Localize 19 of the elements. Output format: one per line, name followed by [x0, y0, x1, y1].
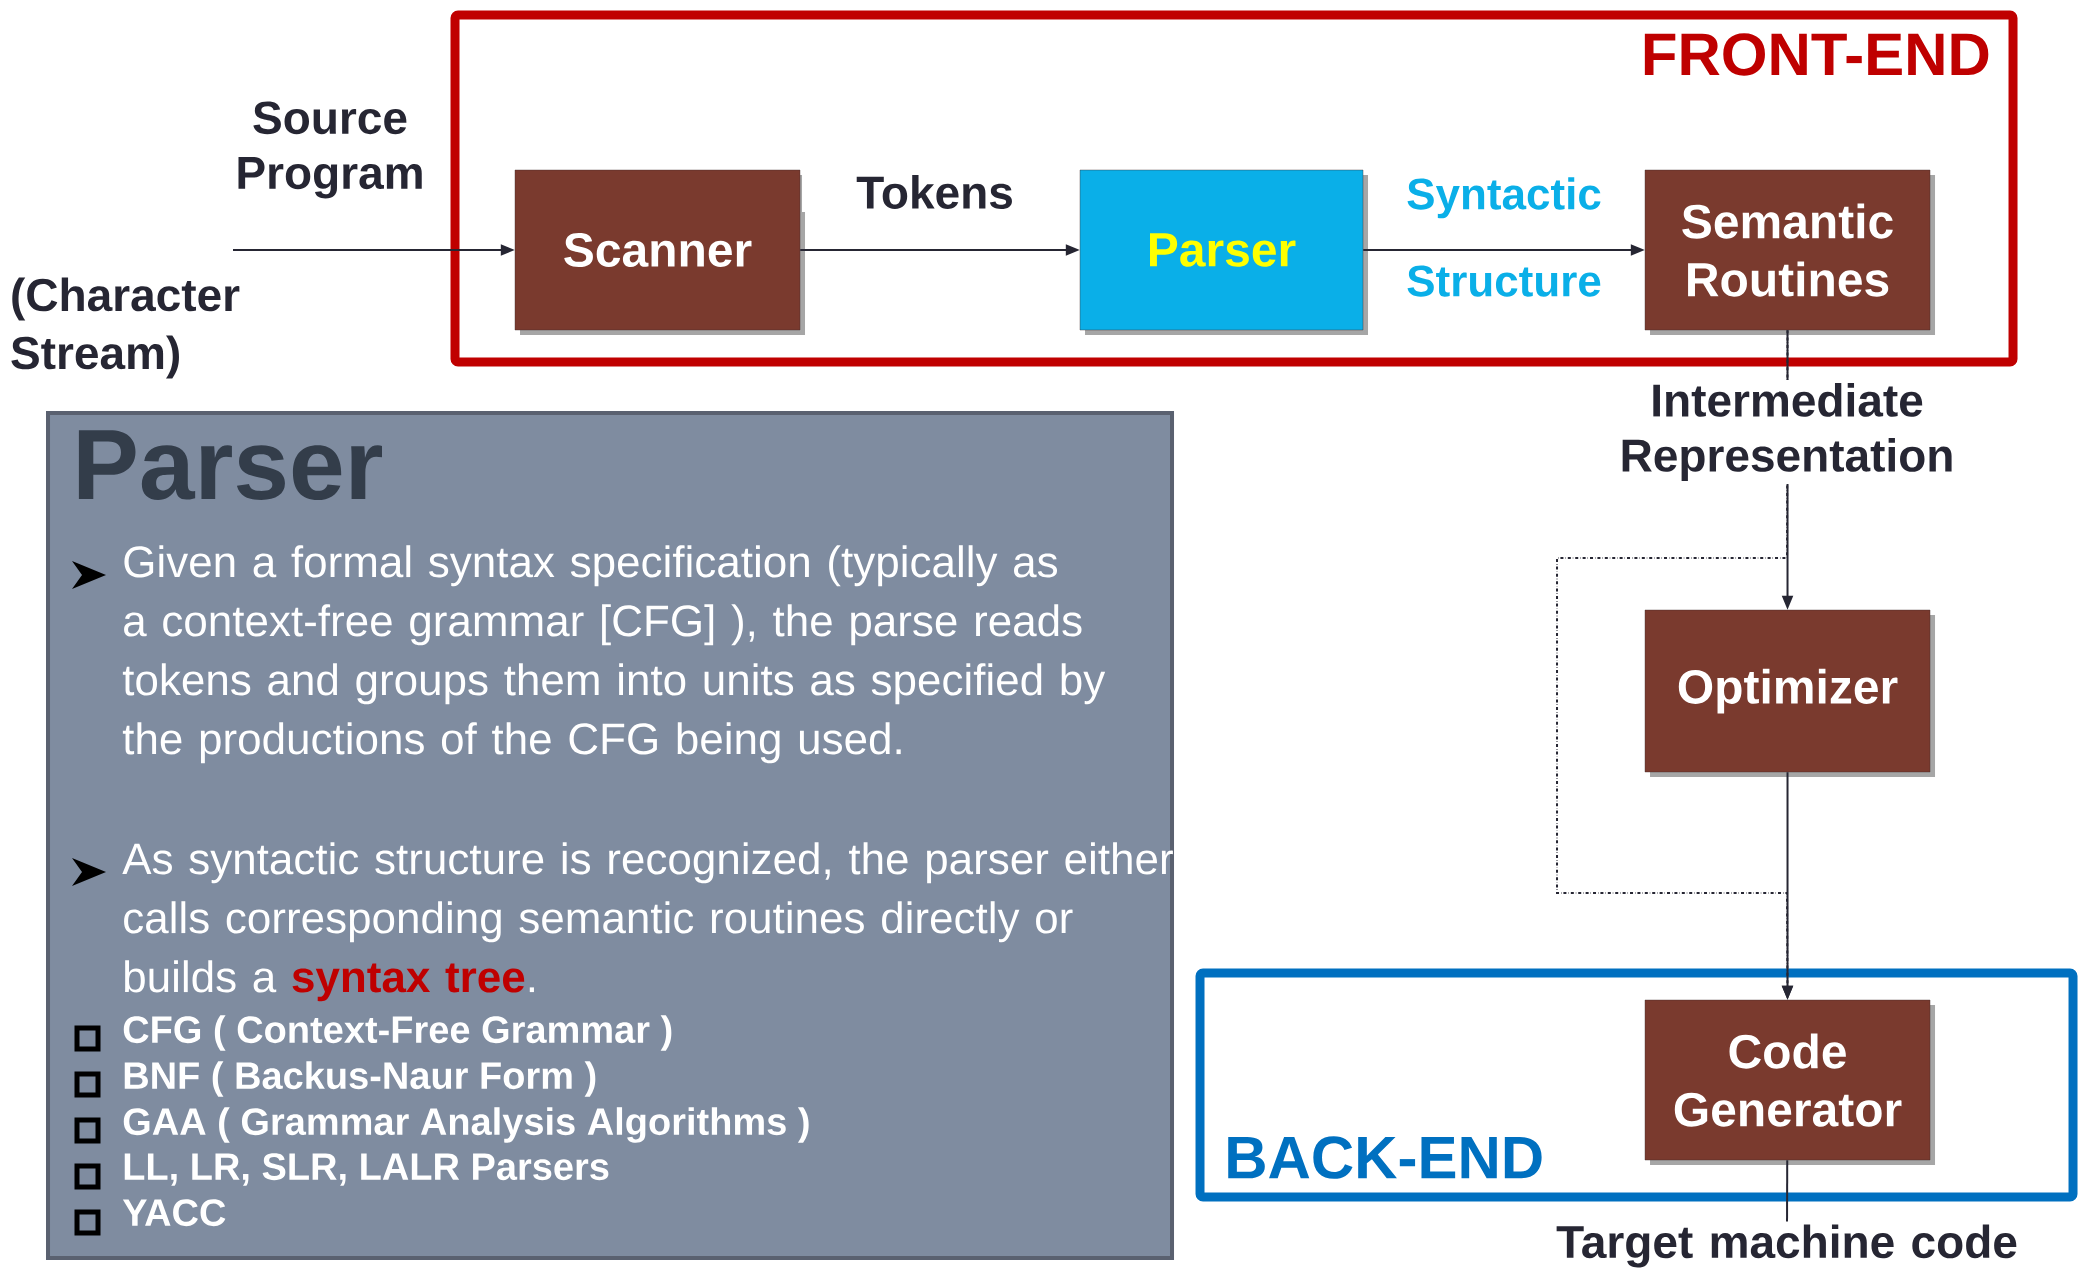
- edge-label: Target machine code: [1556, 1224, 2017, 1268]
- process-box: Semantic Routines: [1644, 169, 1935, 335]
- list-item: YACC: [74, 1199, 226, 1236]
- edge-label: Tokens: [856, 175, 1012, 209]
- list-item: CFG ( Context-Free Grammar ): [74, 1015, 672, 1052]
- list-item: GAA ( Grammar Analysis Algorithms ): [74, 1107, 809, 1144]
- process-box: Scanner: [514, 169, 805, 335]
- edge-label: Syntactic Structure: [1407, 177, 1601, 297]
- bullet-paragraph: Given a formal syntax specification (typically as a context-free grammar [CFG] ), the parse reads tokens and groups them into units as specified by the productions of the CFG being used.: [72, 545, 1106, 764]
- list-item: BNF ( Backus-Naur Form ): [74, 1061, 596, 1098]
- edge-label: Source Program: [238, 101, 422, 199]
- panel-title: Parser: [78, 430, 382, 500]
- process-box: Code Generator: [1644, 999, 1935, 1165]
- list-item: LL, LR, SLR, LALR Parsers: [74, 1153, 609, 1190]
- edge-label: Intermediate Representation: [1622, 383, 1952, 481]
- process-box: Optimizer: [1644, 609, 1935, 777]
- bullet-paragraph: As syntactic structure is recognized, the parser either calls corresponding semantic routines directly or builds a syntax tree.: [72, 842, 1173, 1002]
- process-box: Parser: [1079, 169, 1368, 335]
- note-label: (Character Stream): [11, 277, 240, 379]
